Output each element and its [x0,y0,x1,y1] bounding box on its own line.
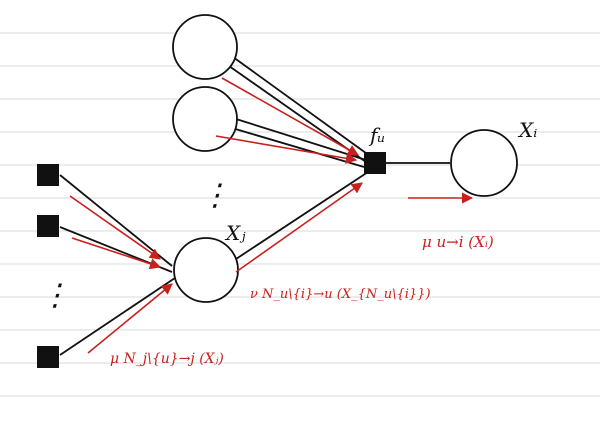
graph-edges [59,56,450,356]
variable-node-xi [450,129,518,197]
message-arrow-left-3-to-xj [87,283,173,354]
ruled-lines [0,32,600,397]
variable-xj-label: Xⱼ [224,221,246,245]
edge-mid-node-to-factor-2 [231,127,365,168]
message-arrow-left-2-to-xj [71,237,162,270]
edge-mid-node-to-factor [235,118,367,161]
message-u-to-i-label: μ u→i (Xᵢ) [422,233,494,251]
message-ne-u-to-u-label: ν N_u\{i}→u (X_{N_u\{i}}) [250,287,431,302]
vertical-ellipsis-left: ⋮ [40,278,70,313]
variable-xi-label: Xᵢ [517,118,537,142]
factor-node-left-3 [37,346,59,368]
edge-left-factor-3-to-xj [59,277,176,356]
factor-u-label: fᵤ [368,123,385,147]
edge-top-node-to-factor [232,56,371,157]
variable-node-top [172,14,238,80]
vertical-ellipsis-top: ⋮ [200,178,230,213]
variable-node-xj [173,237,239,303]
variable-node-middle [172,86,238,152]
message-ne-j-to-j-label: μ N_j\{u}→j (Xⱼ) [110,351,224,367]
message-arrow-mid-to-factor [215,135,358,164]
message-arrow-left-1-to-xj [69,195,161,260]
factor-node-left-2 [37,215,59,237]
edge-xj-to-factor [235,171,369,260]
message-arrows [69,77,474,354]
factor-node-u [364,152,386,174]
message-arrow-top-to-factor [221,77,359,156]
factor-node-left-1 [37,164,59,186]
message-arrow-xj-to-factor [235,182,363,273]
